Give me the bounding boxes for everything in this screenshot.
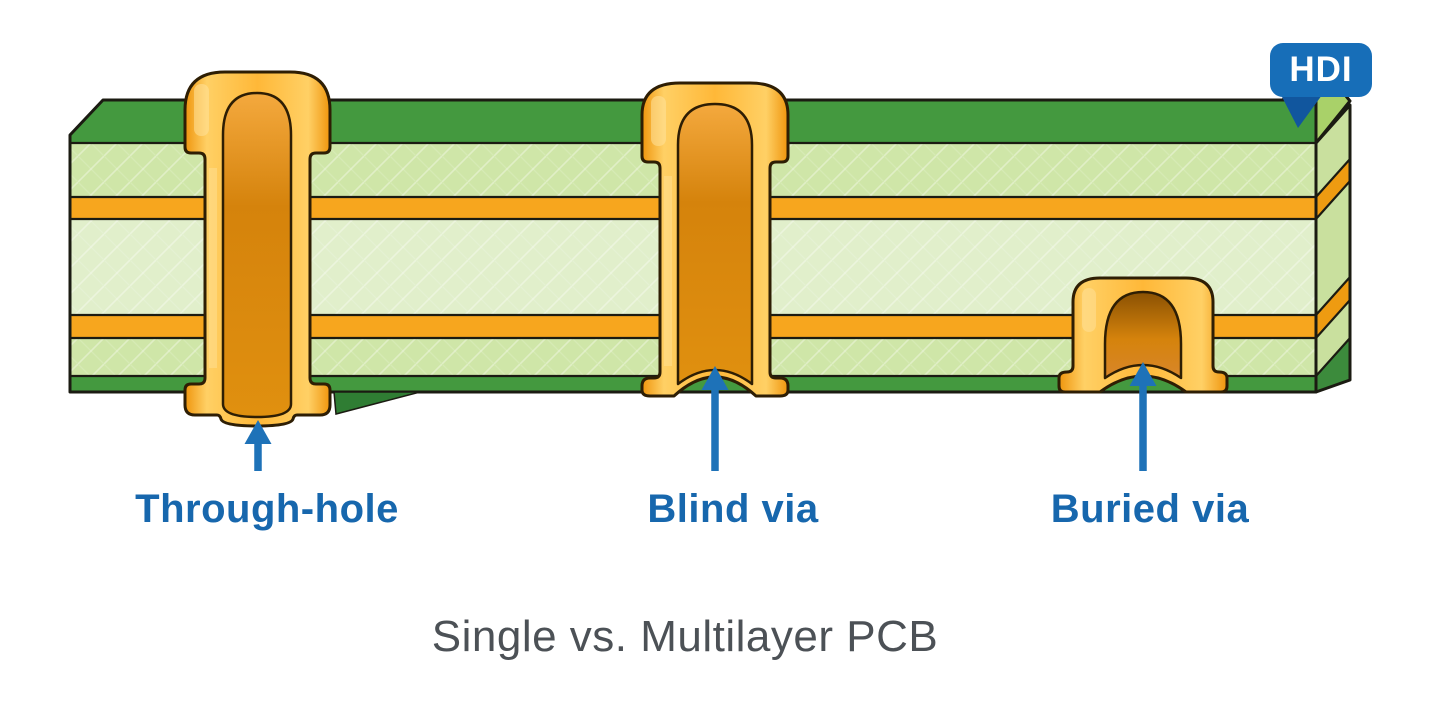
diagram-title: Single vs. Multilayer PCB: [431, 612, 939, 661]
through-hole-up-arrow-icon: [244, 420, 272, 471]
board-front-outline: [68, 98, 1318, 394]
hdi-badge-text: HDI: [1289, 50, 1353, 89]
buried-via-up-arrow-icon: [1129, 362, 1157, 471]
board-side-face: [1314, 103, 1352, 394]
bottom-face-wedge: [333, 391, 421, 415]
hdi-badge: HDI: [1270, 43, 1372, 97]
annotation-arrows: [244, 362, 1157, 471]
blind-via: [640, 81, 790, 398]
blind-via-label: Blind via: [647, 487, 819, 531]
blind-via-up-arrow-icon: [701, 366, 729, 471]
buried-via: [1057, 276, 1229, 394]
hdi-badge-tail: [1280, 93, 1322, 128]
buried-via-label: Buried via: [1050, 487, 1250, 531]
through-hole-label: Through-hole: [135, 487, 399, 531]
through-hole-via: [183, 70, 332, 428]
